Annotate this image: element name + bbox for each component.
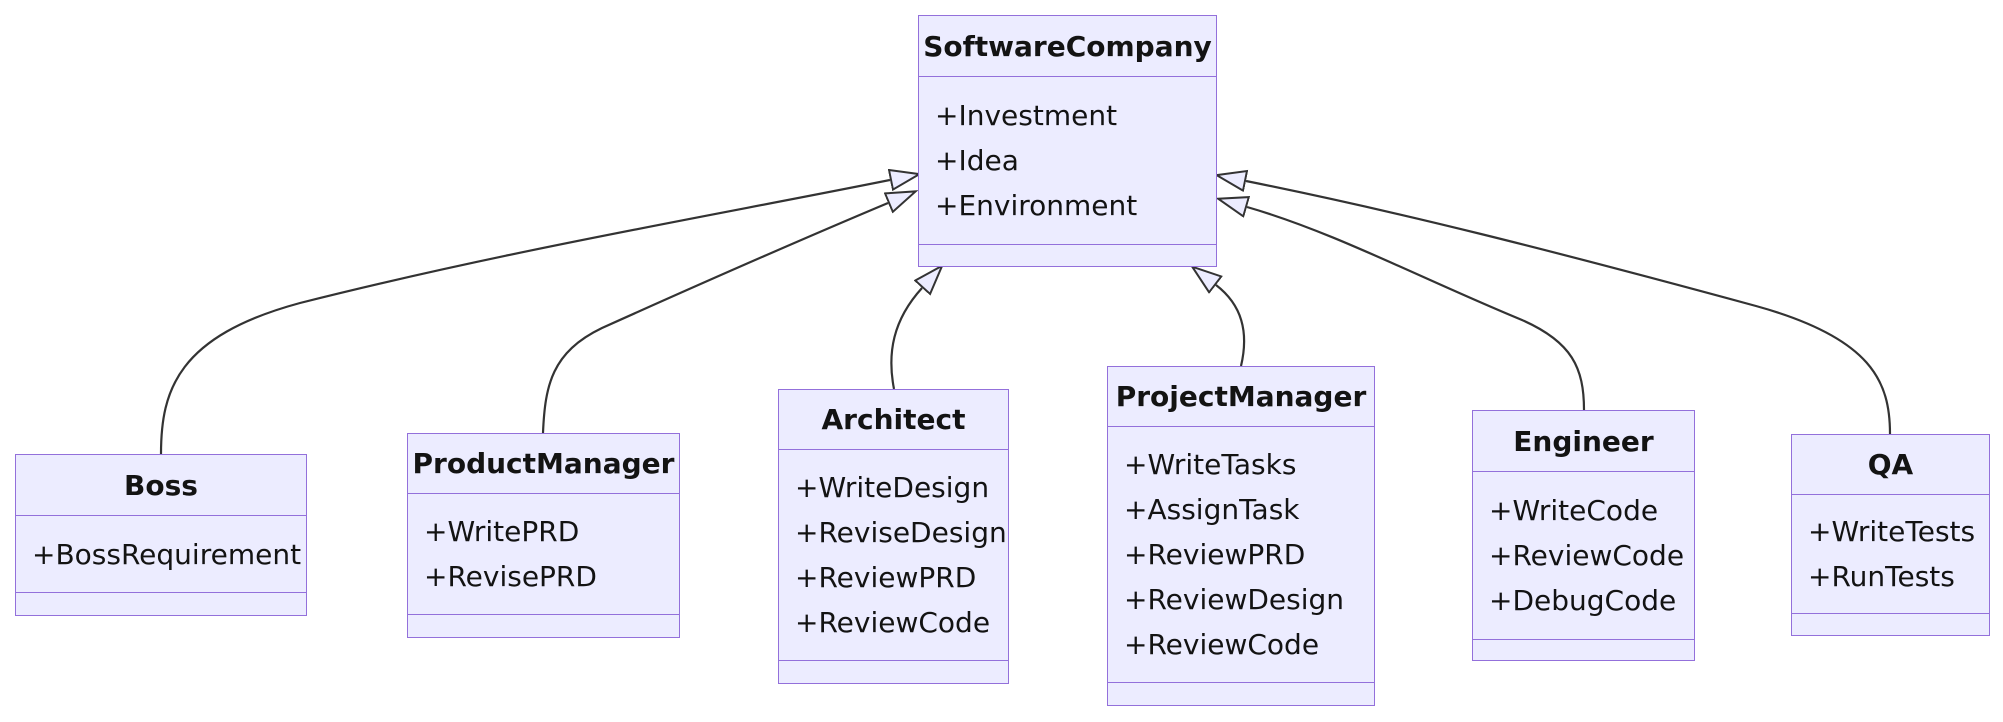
class-attributes: +WriteCode +ReviewCode +DebugCode — [1473, 472, 1694, 639]
attribute: +WriteTests — [1808, 515, 1976, 548]
class-productmanager: ProductManager +WritePRD +RevisePRD — [407, 433, 680, 638]
attribute: +ReviewPRD — [795, 561, 977, 594]
class-methods-empty — [1473, 639, 1694, 660]
class-methods-empty — [779, 660, 1008, 683]
attribute: +Environment — [935, 189, 1138, 222]
class-architect: Architect +WriteDesign +ReviseDesign +Re… — [778, 389, 1009, 684]
class-engineer: Engineer +WriteCode +ReviewCode +DebugCo… — [1472, 410, 1695, 661]
class-attributes: +WriteTests +RunTests — [1792, 495, 1989, 613]
attribute: +WriteTasks — [1124, 448, 1297, 481]
class-projectmanager: ProjectManager +WriteTasks +AssignTask +… — [1107, 366, 1375, 706]
attribute: +ReviewCode — [1489, 539, 1685, 572]
class-title: Architect — [779, 390, 1008, 450]
class-methods-empty — [1108, 682, 1374, 705]
class-title: QA — [1792, 435, 1989, 495]
class-attributes: +BossRequirement — [16, 516, 306, 592]
attribute: +DebugCode — [1489, 584, 1677, 617]
edge-architect-to-softwarecompany — [890, 288, 922, 390]
class-title: Boss — [16, 455, 306, 516]
class-methods-empty — [16, 592, 306, 615]
attribute: +BossRequirement — [32, 537, 302, 571]
attribute: +Idea — [935, 144, 1019, 177]
class-qa: QA +WriteTests +RunTests — [1791, 434, 1990, 636]
attribute: +ReviewPRD — [1124, 538, 1306, 571]
attribute: +RevisePRD — [424, 560, 597, 593]
attribute: +RunTests — [1808, 560, 1955, 593]
edge-qa-to-softwarecompany — [1246, 181, 1892, 435]
class-attributes: +WritePRD +RevisePRD — [408, 494, 679, 614]
edge-boss-to-softwarecompany — [159, 180, 890, 455]
attribute: +Investment — [935, 99, 1118, 132]
class-title: ProjectManager — [1108, 367, 1374, 427]
attribute: +AssignTask — [1124, 493, 1300, 526]
edge-engineer-to-softwarecompany — [1247, 207, 1586, 411]
attribute: +ReviseDesign — [795, 516, 1007, 549]
class-methods-empty — [1792, 613, 1989, 635]
class-title: Engineer — [1473, 411, 1694, 472]
attribute: +WriteDesign — [795, 471, 990, 504]
attribute: +WriteCode — [1489, 494, 1659, 527]
attribute: +ReviewCode — [1124, 628, 1320, 661]
edge-productmanager-to-softwarecompany — [541, 203, 888, 434]
class-title: SoftwareCompany — [919, 16, 1216, 77]
class-title: ProductManager — [408, 434, 679, 494]
class-attributes: +WriteDesign +ReviseDesign +ReviewPRD +R… — [779, 450, 1008, 660]
class-attributes: +WriteTasks +AssignTask +ReviewPRD +Revi… — [1108, 427, 1374, 682]
class-attributes: +Investment +Idea +Environment — [919, 77, 1216, 244]
class-methods-empty — [919, 244, 1216, 266]
attribute: +ReviewCode — [795, 606, 991, 639]
class-softwarecompany: SoftwareCompany +Investment +Idea +Envir… — [918, 15, 1217, 267]
attribute: +ReviewDesign — [1124, 583, 1345, 616]
class-methods-empty — [408, 614, 679, 637]
class-boss: Boss +BossRequirement — [15, 454, 307, 616]
attribute: +WritePRD — [424, 515, 580, 548]
edge-projectmanager-to-softwarecompany — [1216, 285, 1246, 367]
